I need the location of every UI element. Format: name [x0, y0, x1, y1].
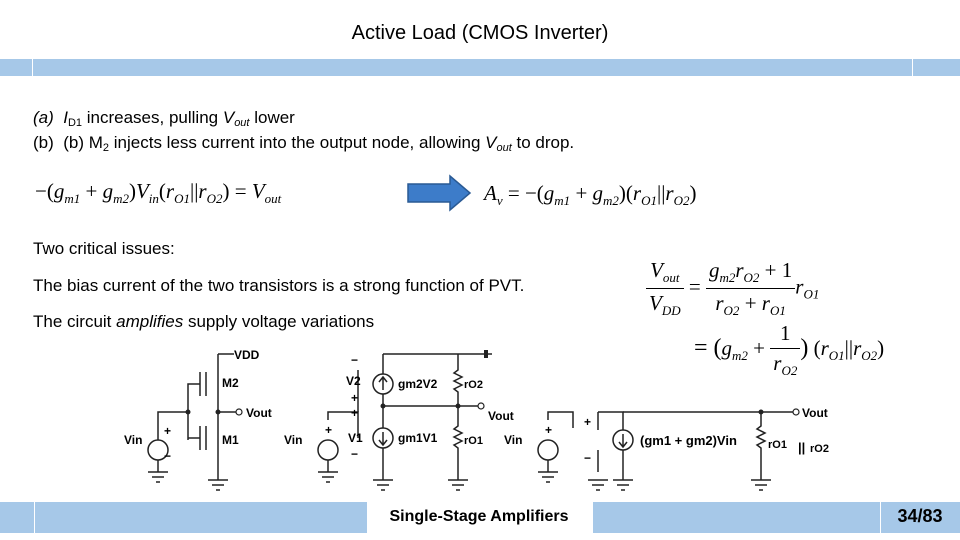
- footer-center-box: [366, 502, 594, 533]
- equation-output: −(gm1 + gm2)Vin(rO1||rO2) = Vout: [35, 179, 282, 206]
- footer-title: Single-Stage Amplifiers: [389, 508, 569, 525]
- plus-sign: +: [584, 415, 591, 429]
- arrow-down-icon: [618, 434, 628, 449]
- issue-pvt: The bias current of the two transistors …: [33, 276, 525, 295]
- junction-icon: [380, 403, 386, 409]
- vout-symbol: V: [485, 133, 497, 152]
- vin-source-icon: [317, 439, 339, 461]
- point-b-text: injects less current into the output nod…: [109, 133, 486, 152]
- output-node-icon: [477, 402, 485, 410]
- ro1-label: rO1: [768, 439, 787, 451]
- plus-sign: +: [545, 423, 552, 437]
- vin-source-icon: [537, 439, 559, 461]
- vout-symbol: V: [222, 108, 235, 127]
- header-bar-segment: [912, 59, 930, 76]
- plus-sign: +: [351, 391, 358, 405]
- point-b-head: (b) M: [63, 133, 103, 152]
- header-bar: [0, 59, 960, 76]
- issue-supply-pre: The circuit: [33, 312, 117, 331]
- junction-icon: [185, 409, 191, 415]
- junction-icon: [215, 409, 221, 415]
- header-bar-segment: [32, 59, 50, 76]
- arrow-down-icon: [378, 432, 388, 447]
- plus-sign: +: [325, 423, 332, 437]
- issue-supply-emphasis: amplifies: [116, 312, 184, 331]
- footer-bar-segment: [880, 502, 912, 533]
- parallel-symbol: ||: [798, 440, 805, 455]
- footer-bar-segment: [34, 502, 66, 533]
- vin-label: Vin: [284, 433, 302, 447]
- point-a: (a) ID1 increases, pulling Vout lower: [33, 108, 295, 129]
- current-subscript: D1: [67, 117, 83, 129]
- arrow-up-icon: [378, 375, 388, 390]
- issue-supply: The circuit amplifies supply voltage var…: [33, 312, 374, 332]
- minus-sign: −: [164, 449, 171, 463]
- point-a-marker: (a): [33, 108, 54, 127]
- page-number: 34/83: [897, 506, 943, 526]
- slide-title: Active Load (CMOS Inverter): [351, 22, 609, 44]
- vin-label: Vin: [504, 433, 522, 447]
- current-symbol: I: [63, 108, 68, 127]
- junction-icon: [758, 409, 764, 415]
- v2-label: V2: [346, 374, 361, 388]
- vout-subscript: out: [234, 117, 250, 129]
- junction-icon: [455, 403, 461, 409]
- output-node-icon: [792, 408, 800, 416]
- supply-terminal-icon: [484, 350, 488, 358]
- point-b-marker: (b): [33, 133, 54, 152]
- vout-label: Vout: [802, 406, 828, 420]
- minus-sign: −: [351, 353, 358, 367]
- gm1v1-label: gm1V1: [398, 431, 438, 445]
- point-a-text: increases, pulling: [82, 108, 223, 127]
- ro2-label: rO2: [464, 379, 483, 391]
- point-b-tail: to drop.: [511, 133, 575, 152]
- m2-subscript: 2: [102, 142, 110, 154]
- m1-label: M1: [222, 433, 239, 447]
- vin-source-icon: [147, 439, 169, 461]
- circuit-diagrams: VDD M2 M1 Vout Vin + − − V2 + + V1 − gm2…: [124, 348, 829, 491]
- plus-sign: +: [164, 424, 171, 438]
- right-arrow-icon: [407, 174, 472, 212]
- ro2-label: rO2: [810, 443, 829, 455]
- m2-label: M2: [222, 376, 239, 390]
- output-node-icon: [235, 408, 243, 416]
- point-b: (b) (b) M2 injects less current into the…: [33, 133, 574, 154]
- vout-label: Vout: [488, 409, 514, 423]
- vout-subscript: out: [496, 142, 512, 154]
- point-a-tail: lower: [249, 108, 295, 127]
- vdd-label: VDD: [234, 348, 260, 362]
- ro1-label: rO1: [464, 435, 483, 447]
- minus-sign: −: [351, 447, 358, 461]
- vout-label: Vout: [246, 406, 272, 420]
- combined-source-label: (gm1 + gm2)Vin: [640, 433, 737, 448]
- gm2v2-label: gm2V2: [398, 377, 438, 391]
- equation-gain: Av = −(gm1 + gm2)(rO1||rO2): [484, 181, 697, 208]
- issue-supply-post: supply voltage variations: [183, 312, 375, 331]
- minus-sign: −: [584, 451, 591, 465]
- v1-label: V1: [348, 431, 363, 445]
- vin-label: Vin: [124, 433, 142, 447]
- plus-sign: +: [351, 406, 358, 420]
- issues-heading: Two critical issues:: [33, 239, 175, 258]
